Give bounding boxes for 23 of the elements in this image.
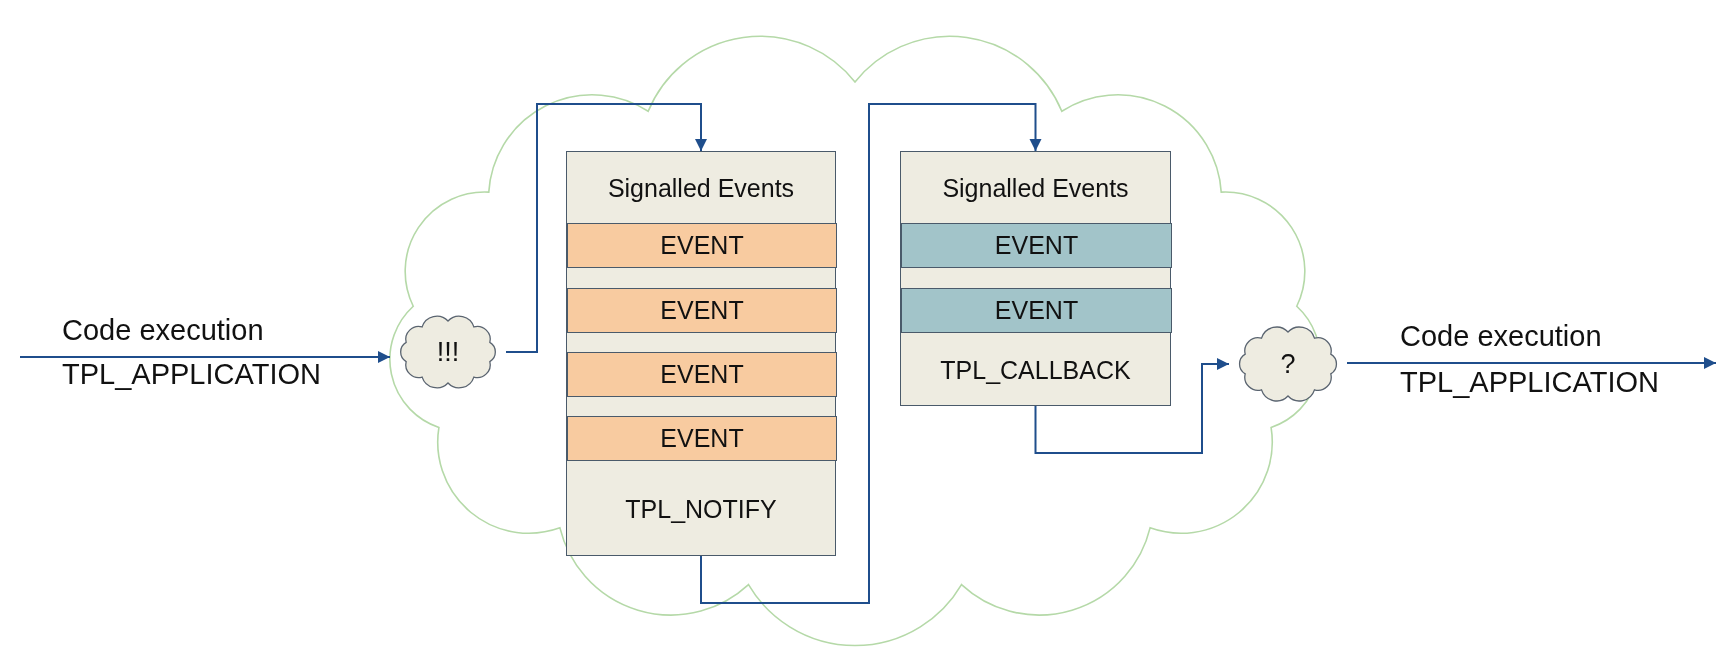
connector-arrow bbox=[1346, 357, 1717, 369]
execution-label: Code execution bbox=[1400, 320, 1602, 353]
event-row: EVENT bbox=[901, 223, 1172, 268]
event-row: EVENT bbox=[567, 416, 837, 461]
execution-label: Code execution bbox=[62, 314, 264, 347]
cloud-label: !!! bbox=[435, 337, 461, 368]
connector-arrow bbox=[1034, 358, 1230, 454]
cloud-label: ? bbox=[1279, 349, 1297, 380]
queue-heading: Signalled Events bbox=[941, 173, 1130, 203]
connector-arrow bbox=[700, 103, 1042, 604]
execution-label: TPL_APPLICATION bbox=[62, 358, 321, 391]
event-queue-box bbox=[900, 151, 1171, 406]
connector-arrow bbox=[19, 351, 391, 363]
priority-label: TPL_CALLBACK bbox=[939, 356, 1132, 385]
event-row: EVENT bbox=[567, 288, 837, 333]
execution-label: TPL_APPLICATION bbox=[1400, 366, 1659, 399]
event-row: EVENT bbox=[567, 352, 837, 397]
priority-label: TPL_NOTIFY bbox=[624, 495, 778, 524]
connector-arrow bbox=[505, 103, 707, 353]
event-row: EVENT bbox=[901, 288, 1172, 333]
event-queue-box bbox=[566, 151, 836, 556]
event-row: EVENT bbox=[567, 223, 837, 268]
queue-heading: Signalled Events bbox=[606, 173, 796, 203]
